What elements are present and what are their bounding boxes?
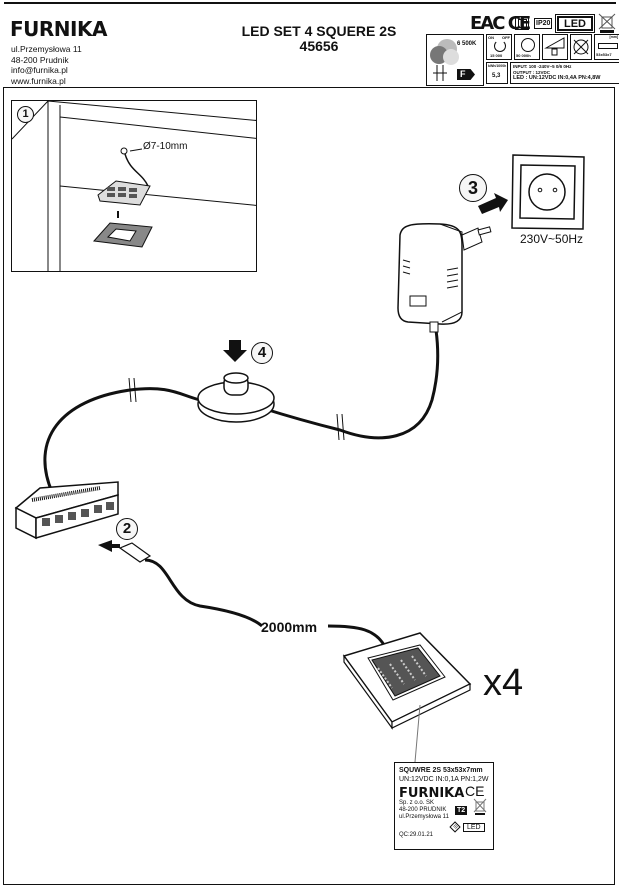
distributor-box — [14, 481, 119, 540]
insert-arrow-icon — [98, 540, 120, 552]
output-spec: OUTPUT : 12VDC — [513, 69, 551, 75]
led-badge: LED — [555, 14, 595, 33]
plug-in-arrow-icon — [478, 193, 508, 214]
step-3-badge: 3 — [459, 174, 487, 202]
color-temp-box: 6 500K F — [426, 34, 484, 86]
wall-socket — [511, 154, 585, 230]
quantity-label: x4 — [483, 662, 524, 704]
led-spec: LED : UN:12VDC IN:0,4A PN:4,8W — [513, 75, 601, 81]
power-adapter — [397, 223, 492, 333]
cable-lamp — [144, 558, 386, 646]
weee-bin-icon — [598, 13, 616, 33]
energy-consumption-box: kWh/1000h 5,3 — [486, 62, 508, 84]
foot-switch — [197, 372, 275, 423]
furnika-logo: FURNIKA — [10, 17, 107, 41]
bulb-icon — [430, 39, 459, 81]
electrical-spec-box: INPUT: 100 -240V~5 0/6 0Hz OUTPUT : 12VD… — [510, 62, 619, 84]
qc-date: QC:29.01.21 — [399, 832, 434, 838]
mains-voltage-label: 230V~50Hz — [520, 232, 584, 246]
step-1-badge: 1 — [17, 106, 34, 123]
spec-led-badge: LED — [463, 823, 485, 832]
lamp-connector — [118, 542, 152, 563]
lifetime-box: 50 000h — [514, 34, 540, 60]
product-code: 45656 — [299, 38, 339, 54]
color-temperature: 6 500K — [457, 41, 477, 47]
step-2-badge: 2 — [116, 518, 138, 540]
product-title-block: LED SET 4 SQUERE 2S 45656 — [214, 24, 424, 54]
press-arrow-icon — [223, 340, 247, 362]
energy-class-badge: F — [457, 69, 475, 80]
instruction-frame — [3, 87, 615, 885]
document-header: FURNIKA ul.Przemysłowa 11 48-200 Prudnik… — [4, 2, 619, 86]
cabinet-illustration — [12, 101, 256, 271]
clock-icon — [521, 38, 535, 52]
led-lamp — [342, 632, 472, 730]
switch-cycles-box: ON OFF 15 000 — [486, 34, 512, 60]
power-icon — [494, 40, 506, 52]
class-iii-icon: III — [449, 821, 461, 833]
cable-length-label: 2000mm — [261, 619, 318, 635]
dimensions: 53x53x7 — [596, 52, 612, 57]
certification-panel: EAC CE IP20 LED 6 500K F ON OFF — [426, 8, 619, 86]
hole-diameter-label: Ø7-10mm — [143, 141, 188, 152]
label-leader-line — [414, 704, 421, 763]
weee-bin-icon — [473, 798, 487, 815]
dimmable-box — [542, 34, 568, 60]
cable-switch-adapter — [261, 329, 440, 440]
no-cover-box — [570, 34, 592, 60]
cable-distributor-switch — [43, 387, 201, 493]
product-title: LED SET 4 SQUERE 2S — [241, 23, 397, 39]
spec-logo: FURNIKA — [399, 786, 465, 801]
step-4-badge: 4 — [251, 342, 273, 364]
product-spec-label: SQUWRE 2S 53x53x7mm UN:12VDC IN:0,1A PN:… — [394, 762, 494, 850]
company-address: ul.Przemysłowa 11 48-200 Prudnik info@fu… — [11, 44, 82, 86]
spec-model: SQUWRE 2S 53x53x7mm — [399, 767, 483, 774]
kwh-value: 5,3 — [492, 73, 501, 79]
ip-rating: IP20 — [534, 18, 553, 29]
no-insulation-icon — [573, 39, 589, 55]
spec-ratings: UN:12VDC IN:0,1A PN:1,2W — [399, 776, 489, 783]
t2-badge: T2 — [455, 806, 468, 815]
dimming-icon — [544, 37, 565, 56]
input-spec: INPUT: 100 -240V~5 0/6 0Hz — [513, 64, 572, 69]
spec-ce-mark: CE — [465, 783, 485, 799]
class-ii-icon — [515, 16, 529, 30]
step-1-panel: 1 Ø7-10mm — [11, 100, 257, 272]
cable-break-mark — [128, 377, 132, 403]
dimensions-box: [mm] 53x53x7 — [594, 34, 619, 60]
